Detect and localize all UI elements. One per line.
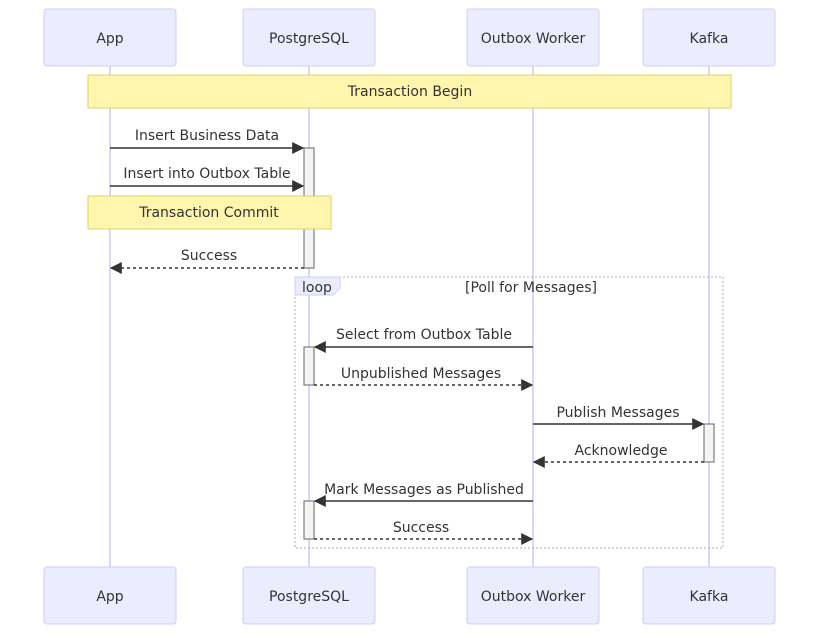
note-transaction-commit: Transaction Commit: [87, 195, 332, 230]
activation-postgresql: [303, 346, 315, 386]
activation-postgresql: [303, 500, 315, 540]
actor-label: Outbox Worker: [481, 589, 586, 605]
message-label: Select from Outbox Table: [336, 327, 512, 343]
note-label: Transaction Begin: [347, 84, 472, 100]
actor-postgresql-bottom: PostgreSQL: [242, 566, 376, 625]
actor-app-bottom: App: [43, 566, 177, 625]
activation-kafka: [703, 423, 715, 463]
message-label: Success: [393, 520, 449, 536]
actor-label: Outbox Worker: [481, 31, 586, 47]
message-label: Acknowledge: [575, 443, 668, 459]
message-label: Insert Business Data: [135, 128, 279, 144]
actor-label: PostgreSQL: [269, 31, 349, 47]
note-transaction-begin: Transaction Begin: [87, 74, 732, 109]
actor-postgresql-top: PostgreSQL: [242, 8, 376, 67]
message-label: Mark Messages as Published: [324, 482, 524, 498]
loop-keyword: loop: [302, 280, 332, 296]
loop-title: [Poll for Messages]: [465, 280, 597, 296]
actor-label: App: [96, 31, 123, 47]
message-label: Unpublished Messages: [341, 366, 501, 382]
actor-kafka-top: Kafka: [642, 8, 776, 67]
message-label: Success: [181, 248, 237, 264]
actor-label: PostgreSQL: [269, 589, 349, 605]
actor-app-top: App: [43, 8, 177, 67]
actor-outbox-worker-top: Outbox Worker: [466, 8, 600, 67]
message-label: Insert into Outbox Table: [123, 166, 290, 182]
actor-label: App: [96, 589, 123, 605]
message-label: Publish Messages: [556, 405, 679, 421]
note-label: Transaction Commit: [138, 205, 279, 221]
actor-label: Kafka: [690, 31, 729, 47]
actor-kafka-bottom: Kafka: [642, 566, 776, 625]
actor-outbox-worker-bottom: Outbox Worker: [466, 566, 600, 625]
actor-label: Kafka: [690, 589, 729, 605]
loop-frame: loop [Poll for Messages]: [294, 276, 724, 549]
